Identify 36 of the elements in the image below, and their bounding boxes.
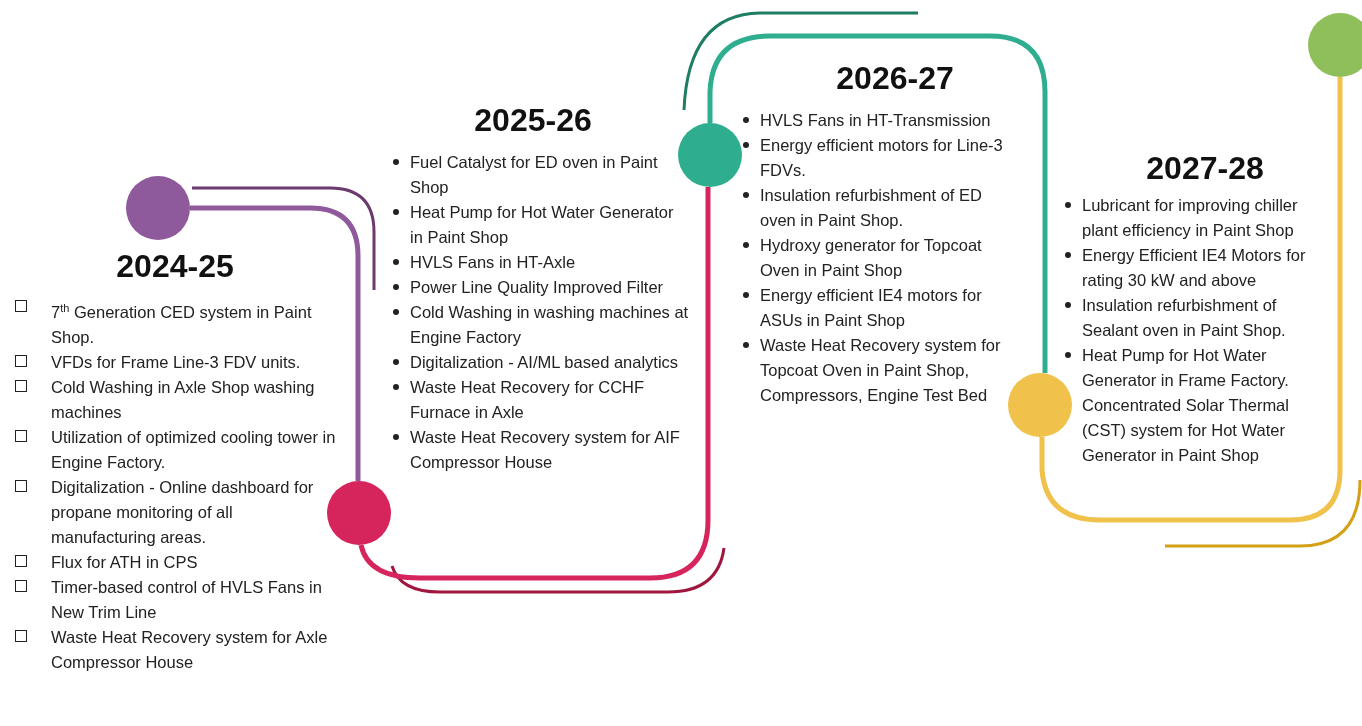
list-item-text: Waste Heat Recovery system for AIF Compressor House <box>410 428 680 471</box>
list-item-text: 7$^{th}$ Generation CED system in Paint Shop. <box>51 302 312 346</box>
list-item-text: Insulation refurbishment of ED oven in Paint Shop. <box>760 186 982 229</box>
timeline-circle <box>1308 13 1362 77</box>
list-item-text: Power Line Quality Improved Filter <box>410 278 664 296</box>
list-item-text: Lubricant for improving chiller plant efficiency in Paint Shop <box>1082 196 1298 239</box>
list-item-text: Cold Washing in Axle Shop washing machines <box>51 377 315 421</box>
timeline-connector <box>1039 77 1343 523</box>
list-item-text: Digitalization - AI/ML based analytics <box>410 353 679 371</box>
list-item-text: Hydroxy generator for Topcoat Oven in Paint Shop <box>760 236 982 279</box>
year-heading: 2024-25 <box>116 248 234 285</box>
list-item-text: Timer-based control of HVLS Fans in New Trim Line <box>51 577 322 621</box>
year-heading: 2027-28 <box>1146 150 1264 187</box>
list-item-text: Fuel Catalyst for ED oven in Paint Shop <box>410 153 658 196</box>
year-heading: 2026-27 <box>836 60 954 97</box>
list-item-text: HVLS Fans in HT-Transmission <box>760 111 991 129</box>
list-item-text: Utilization of optimized cooling tower in Engine Factory. <box>51 427 336 471</box>
list-item-text: Insulation refurbishment of Sealant oven in Paint Shop. <box>1082 296 1286 339</box>
list-item-text: Heat Pump for Hot Water Generator in Paint Shop <box>410 203 674 246</box>
list-item-text: Concentrated Solar Thermal (CST) system for Hot Water Generator in Paint Shop <box>1082 396 1289 464</box>
list-item-text: Waste Heat Recovery system for Axle Compressor House <box>51 627 328 671</box>
list-item-text: Energy Efficient IE4 Motors for rating 30 kW and above <box>1082 246 1306 289</box>
list-item-text: Digitalization - Online dashboard for propane monitoring of all manufacturing areas. <box>51 477 314 546</box>
list-item-text: Energy efficient motors for Line-3 FDVs. <box>760 136 1003 179</box>
list-item-text: Waste Heat Recovery for CCHF Furnace in Axle <box>410 378 645 421</box>
list-item-text: VFDs for Frame Line-3 FDV units. <box>51 352 301 371</box>
timeline-connector <box>358 187 711 581</box>
list-item-text: Energy efficient IE4 motors for ASUs in Paint Shop <box>760 286 982 329</box>
list-item-text: HVLS Fans in HT-Axle <box>410 253 576 271</box>
timeline-connector <box>190 205 361 481</box>
timeline-connector <box>707 33 1048 373</box>
list-item-text: Flux for ATH in CPS <box>51 552 198 571</box>
list-item-text: Waste Heat Recovery system for Topcoat Oven in Paint Shop, Compressors, Engine Test Bed <box>760 336 1001 404</box>
year-heading: 2025-26 <box>474 102 592 139</box>
list-item-text: Cold Washing in washing machines at Engine Factory <box>410 303 689 346</box>
list-item-text: Heat Pump for Hot Water Generator in Frame Factory. <box>1082 346 1289 389</box>
